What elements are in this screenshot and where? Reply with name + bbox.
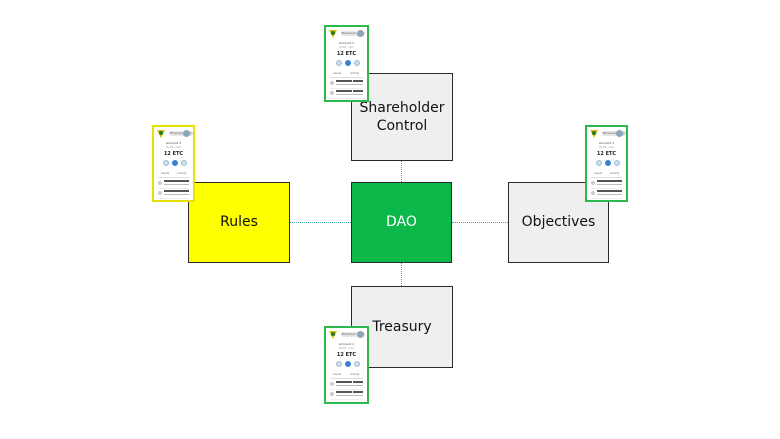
list-item: [330, 90, 363, 99]
connector-left-center: [290, 222, 351, 223]
wallet-header: Ethereum Main: [329, 331, 365, 339]
wallet-tabs: Assets Activity: [330, 72, 363, 78]
tab-assets: Assets: [161, 172, 170, 175]
account-address: 0x3f...c41: [166, 145, 181, 149]
wallet-logo-icon: [157, 130, 165, 138]
node-treasury-label: Treasury: [372, 318, 432, 335]
tab-activity: Activity: [177, 172, 187, 175]
list-item: [158, 190, 189, 199]
avatar: [357, 331, 364, 338]
avatar: [357, 30, 364, 37]
account-block: Account 1 0x3f...c41: [326, 342, 367, 350]
wallet-tabs: Assets Activity: [158, 172, 189, 178]
wallet-header: Ethereum Main: [329, 30, 365, 38]
buy-icon: [336, 60, 342, 66]
account-name: Account 1: [166, 141, 181, 145]
account-address: 0x3f...c41: [339, 45, 354, 49]
wallet-tabs: Assets Activity: [330, 373, 363, 379]
avatar: [183, 130, 190, 137]
send-icon: [345, 361, 351, 367]
tab-activity: Activity: [350, 373, 360, 376]
network-pill: Ethereum Main: [341, 332, 365, 337]
wallet-logo-icon: [590, 130, 598, 138]
balance: 12 ETC: [336, 51, 357, 57]
tab-assets: Assets: [594, 172, 603, 175]
network-pill: Ethereum Main: [169, 131, 193, 136]
send-icon: [345, 60, 351, 66]
tab-activity: Activity: [610, 172, 620, 175]
account-block: Account 1 0x3f...c41: [587, 141, 626, 149]
account-block: Account 1 0x3f...c41: [326, 41, 367, 49]
swap-icon: [354, 361, 360, 367]
wallet-mockup-objectives: Ethereum Main Account 1 0x3f...c41 12 ET…: [585, 125, 628, 202]
account-name: Account 1: [599, 141, 614, 145]
wallet-header: Ethereum Main: [157, 130, 193, 138]
account-name: Account 1: [339, 41, 354, 45]
swap-icon: [181, 160, 187, 166]
wallet-tabs: Assets Activity: [591, 172, 622, 178]
account-address: 0x3f...c41: [599, 145, 614, 149]
account-name: Account 1: [339, 342, 354, 346]
wallet-mockup-treasury: Ethereum Main Account 1 0x3f...c41 12 ET…: [324, 326, 369, 404]
list-item: [591, 180, 622, 189]
wallet-mockup-shareholder: Ethereum Main Account 1 0x3f...c41 12 ET…: [324, 25, 369, 102]
wallet-logo-icon: [329, 331, 337, 339]
balance: 12 ETC: [163, 151, 184, 157]
balance: 12 ETC: [596, 151, 617, 157]
node-dao: DAO: [351, 182, 452, 263]
tab-activity: Activity: [350, 72, 360, 75]
account-block: Account 1 0x3f...c41: [154, 141, 193, 149]
tab-assets: Assets: [333, 373, 342, 376]
list-item: [591, 190, 622, 199]
network-pill: Ethereum Main: [602, 131, 626, 136]
send-icon: [605, 160, 611, 166]
node-objectives-label: Objectives: [521, 214, 596, 231]
connector-center-bottom: [401, 263, 402, 286]
wallet-actions: [326, 361, 367, 368]
node-dao-label: DAO: [386, 214, 417, 231]
tab-assets: Assets: [333, 72, 342, 75]
buy-icon: [596, 160, 602, 166]
node-rules-label: Rules: [220, 214, 258, 231]
list-item: [330, 391, 363, 400]
node-rules: Rules: [188, 182, 290, 263]
buy-icon: [336, 361, 342, 367]
connector-center-right: [452, 222, 508, 223]
wallet-actions: [326, 60, 367, 67]
wallet-actions: [154, 160, 193, 167]
wallet-logo-icon: [329, 30, 337, 38]
swap-icon: [614, 160, 620, 166]
buy-icon: [163, 160, 169, 166]
connector-top-center: [401, 161, 402, 182]
network-pill: Ethereum Main: [341, 31, 365, 36]
swap-icon: [354, 60, 360, 66]
avatar: [616, 130, 623, 137]
wallet-mockup-rules: Ethereum Main Account 1 0x3f...c41 12 ET…: [152, 125, 195, 202]
account-address: 0x3f...c41: [339, 346, 354, 350]
list-item: [158, 180, 189, 189]
balance: 12 ETC: [336, 352, 357, 358]
send-icon: [172, 160, 178, 166]
list-item: [330, 80, 363, 89]
wallet-actions: [587, 160, 626, 167]
node-shareholder-control: Shareholder Control: [351, 73, 453, 161]
list-item: [330, 381, 363, 390]
node-shareholder-control-label: Shareholder Control: [359, 99, 445, 134]
wallet-header: Ethereum Main: [590, 130, 626, 138]
